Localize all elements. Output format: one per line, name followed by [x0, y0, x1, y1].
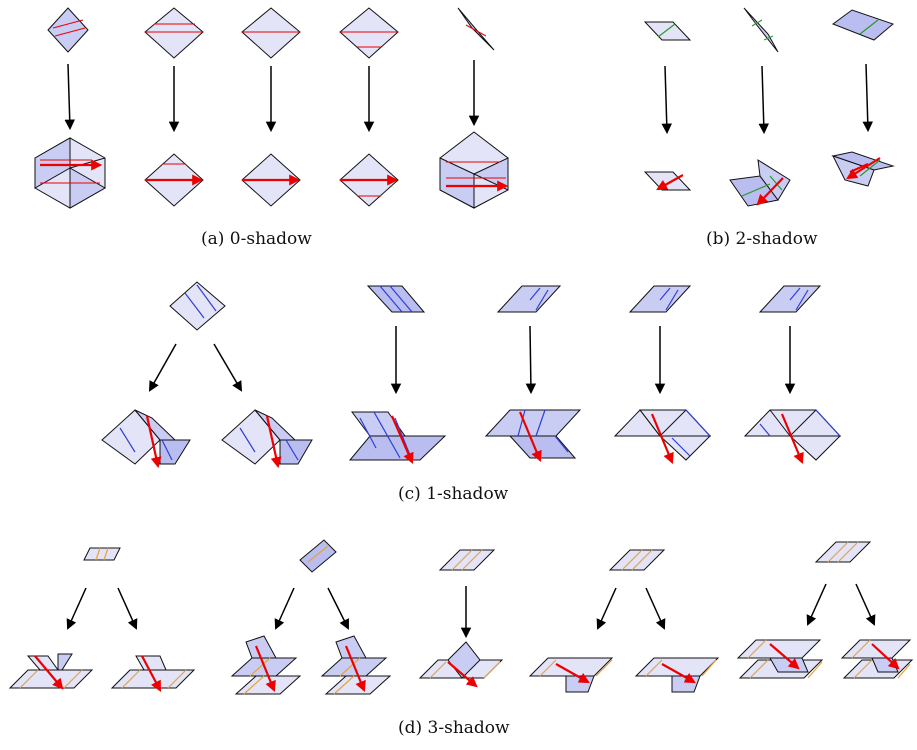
panel-d-3-shadow	[8, 539, 914, 695]
b-arrow-2	[758, 65, 769, 135]
a-arrow-1	[64, 63, 75, 131]
a-top-shape-2	[144, 7, 204, 59]
c-top-shape-3	[496, 285, 562, 313]
caption-b: (b) 2-shadow	[706, 229, 818, 249]
d-source-shape-5	[814, 541, 872, 563]
c-arrow-left	[148, 343, 177, 392]
panel-c-1-shadow	[101, 281, 842, 469]
c-source-shape	[169, 281, 226, 331]
d-result-shape-4b	[634, 657, 720, 693]
d-result-shape-2b	[320, 635, 392, 695]
b-top-shape-3	[831, 9, 894, 41]
b-top-shape-2	[743, 7, 779, 53]
c-top-shape-2	[366, 285, 426, 313]
d-result-shape-5a	[736, 639, 824, 679]
a-bottom-shape-5	[439, 131, 509, 209]
b-bottom-shape-1	[643, 171, 692, 191]
d-arrow-2b	[327, 587, 349, 630]
d-arrow-5a	[806, 583, 827, 626]
d-result-shape-5b	[840, 639, 914, 679]
a-top-shape-4	[339, 7, 399, 59]
d-arrow-5b	[855, 583, 876, 626]
d-source-shape-3	[438, 549, 496, 571]
d-arrow-1a	[66, 587, 87, 630]
d-result-shape-2a	[230, 635, 302, 695]
a-bottom-shape-2	[144, 153, 204, 207]
d-arrow-1b	[117, 587, 138, 630]
d-result-shape-4a	[528, 657, 614, 693]
panel-b-2-shadow	[643, 7, 895, 207]
d-source-shape-1	[83, 547, 121, 561]
c-arrow-right	[213, 343, 243, 392]
c-bottom-shape-2	[348, 411, 447, 465]
a-top-shape-3	[241, 7, 301, 59]
d-arrow-4a	[596, 587, 617, 630]
d-result-shape-1b	[110, 655, 196, 692]
b-arrow-1	[661, 65, 672, 135]
d-arrow-4b	[645, 587, 666, 630]
c-result-shape-1	[101, 409, 191, 469]
c-bottom-shape-3	[484, 409, 582, 463]
a-top-shape-1	[47, 7, 89, 53]
b-bottom-shape-2	[729, 159, 791, 207]
panel-a-0-shadow	[34, 7, 509, 209]
a-top-shape-5	[457, 7, 495, 51]
d-source-shape-4	[608, 549, 666, 571]
caption-c: (c) 1-shadow	[398, 484, 509, 504]
a-bottom-shape-4	[339, 153, 399, 207]
caption-a: (a) 0-shadow	[201, 229, 312, 249]
c-bottom-shape-5	[743, 409, 842, 465]
c-top-shape-4	[628, 285, 692, 313]
b-top-shape-1	[643, 21, 692, 41]
caption-d: (d) 3-shadow	[398, 718, 510, 738]
c-arrow-3	[525, 325, 537, 395]
c-result-shape-2	[221, 409, 313, 469]
c-bottom-shape-4	[613, 409, 712, 465]
c-top-shape-5	[758, 285, 822, 313]
d-source-shape-2	[299, 539, 337, 573]
a-bottom-shape-3	[241, 153, 301, 207]
a-bottom-shape-1	[34, 137, 107, 209]
d-arrow-2a	[274, 587, 295, 630]
d-result-shape-1a	[8, 653, 94, 690]
d-result-shape-3	[418, 641, 504, 688]
b-arrow-3	[862, 63, 873, 133]
b-bottom-shape-3	[831, 151, 895, 187]
